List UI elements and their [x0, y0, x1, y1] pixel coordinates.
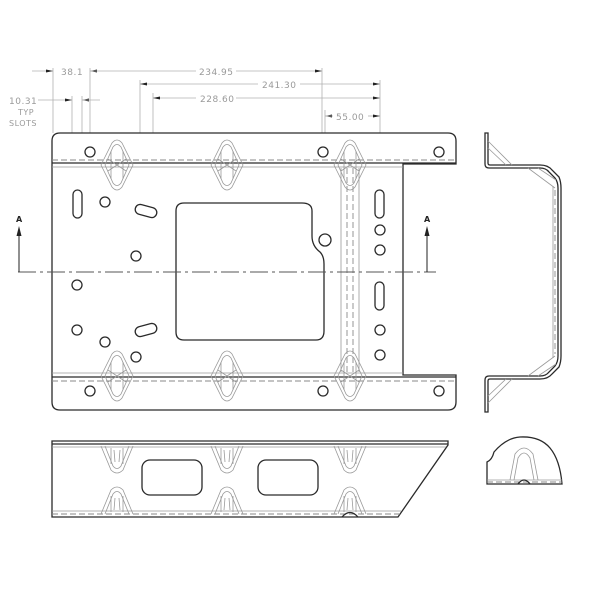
slot-note-typ: TYP [17, 108, 34, 117]
dimension-38-1: 38.1 [61, 68, 83, 78]
end-section-view [486, 436, 563, 485]
dimension-55-00: 55.00 [336, 113, 364, 123]
top-view [18, 132, 457, 411]
side-view [484, 132, 562, 413]
svg-text:A: A [16, 215, 23, 224]
dimension-lines [32, 68, 381, 133]
svg-text:A: A [424, 215, 431, 224]
section-marker-left: A [16, 215, 23, 272]
front-view [51, 440, 449, 518]
dimension-234-95: 234.95 [199, 68, 234, 78]
slot-note-value: 10.31 [9, 97, 37, 107]
dimension-228-60: 228.60 [200, 95, 235, 105]
slot-note-slots: SLOTS [9, 119, 37, 128]
dimension-241-30: 241.30 [262, 81, 297, 91]
section-marker-right: A [424, 215, 431, 272]
